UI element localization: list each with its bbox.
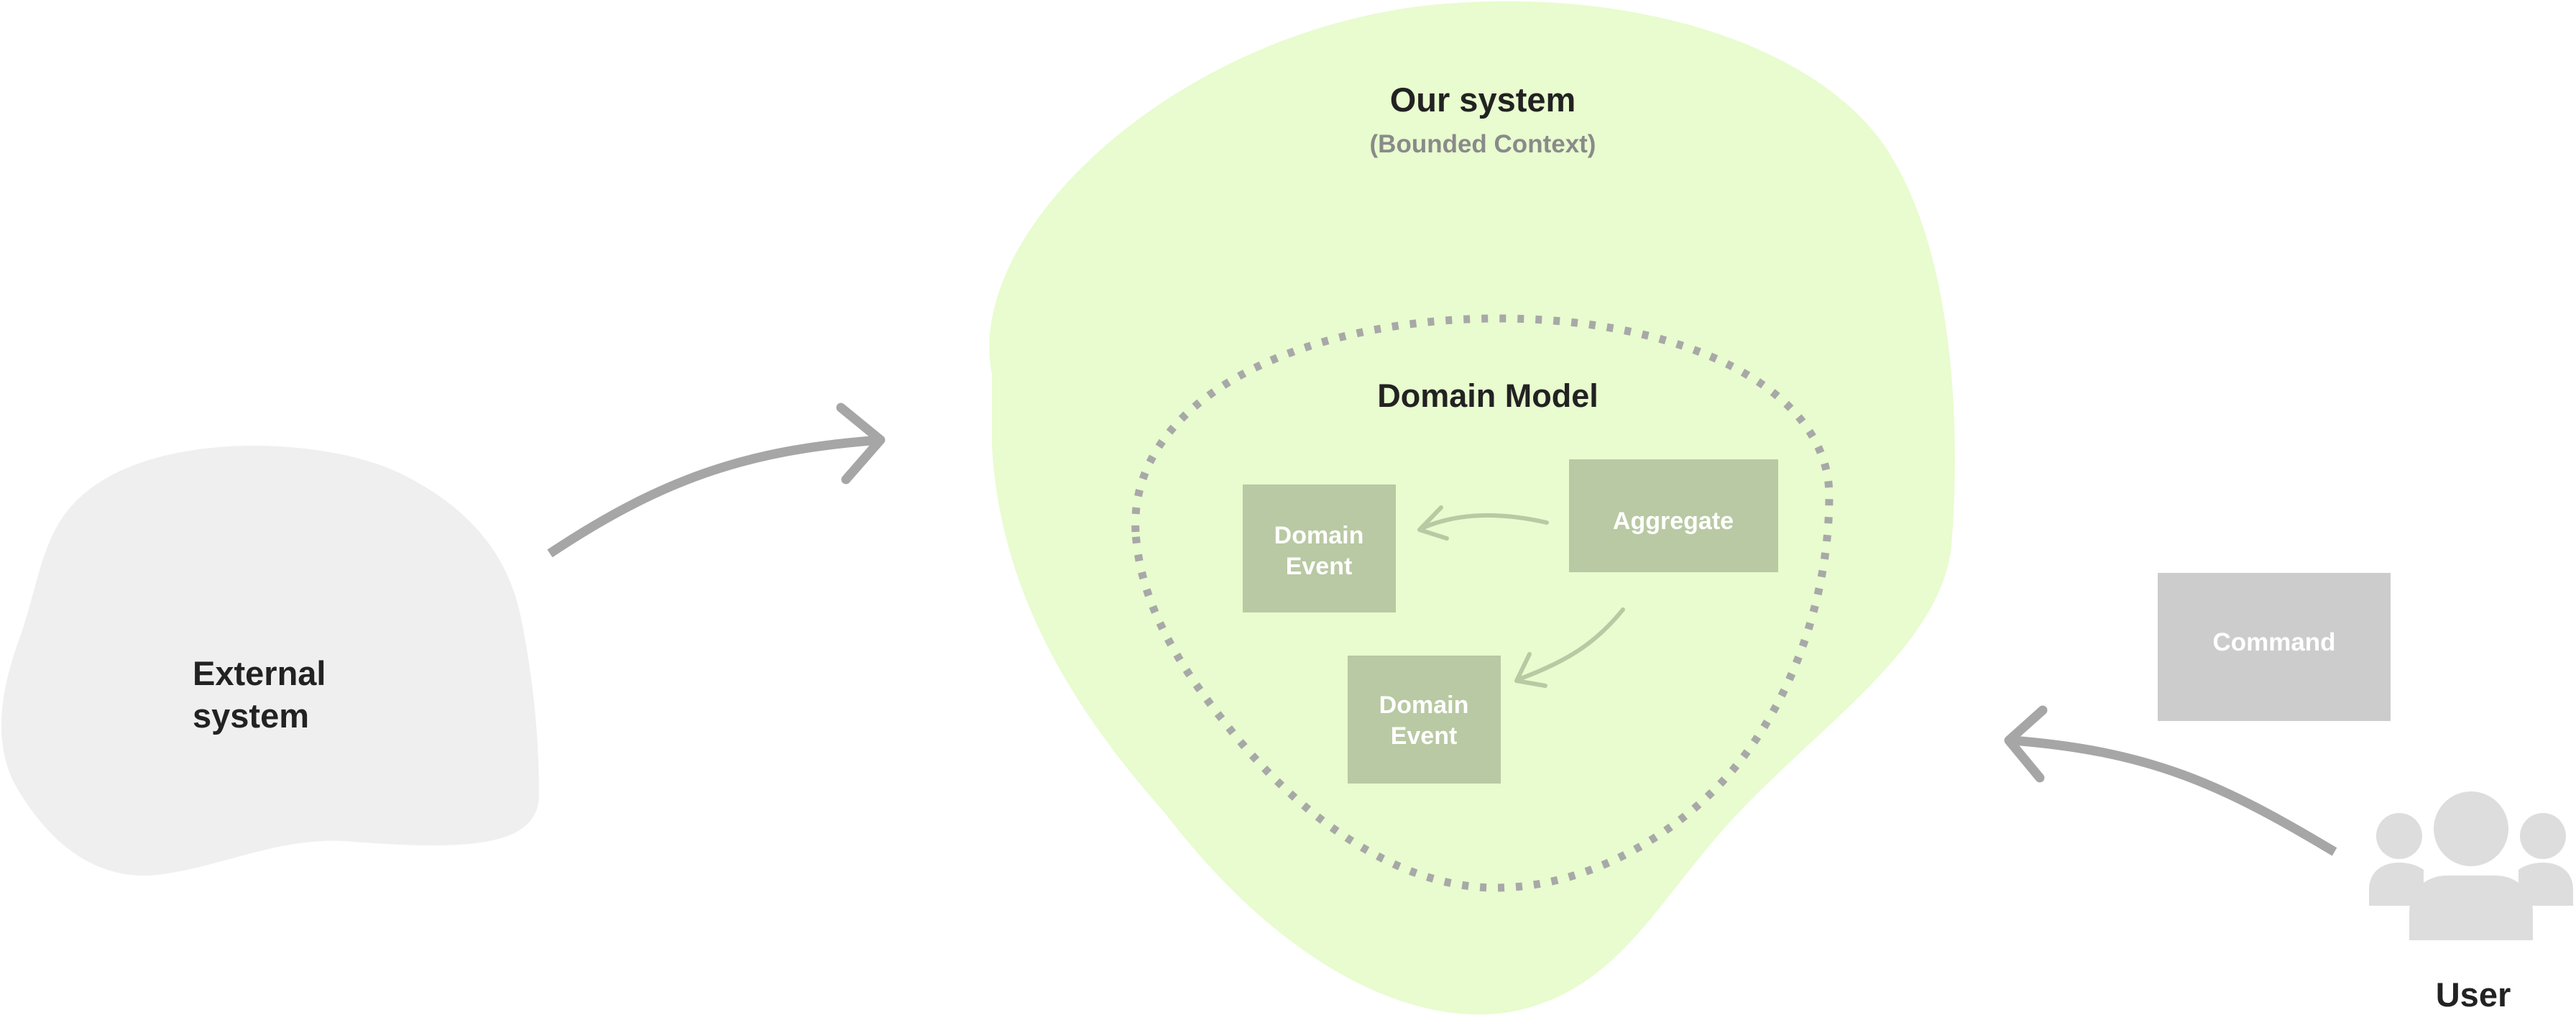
aggregate-to-event-2-arrow — [1517, 607, 1625, 681]
command-label: Command — [2212, 628, 2335, 656]
aggregate-label: Aggregate — [1613, 508, 1734, 535]
domain-event-box-1[interactable]: Domain Event — [1243, 484, 1396, 612]
domain-event-2-line2: Event — [1391, 722, 1458, 750]
external-to-context-arrow — [547, 435, 881, 558]
domain-model-title: Domain Model — [1377, 377, 1598, 414]
domain-event-1-line2: Event — [1286, 553, 1353, 580]
bounded-context-shape — [989, 1, 1955, 1015]
domain-event-box-2[interactable]: Domain Event — [1348, 656, 1501, 784]
bounded-context-title: Our system — [1390, 81, 1576, 119]
aggregate-to-event-1-arrowhead — [1417, 505, 1449, 541]
external-system-label-line2: system — [193, 697, 309, 735]
user-arrow-head — [2004, 705, 2048, 783]
users-group-icon — [2369, 791, 2573, 940]
aggregate-box[interactable]: Aggregate — [1569, 459, 1778, 572]
aggregate-to-event-1-arrow — [1420, 513, 1549, 531]
command-box[interactable]: Command — [2158, 573, 2391, 721]
aggregate-to-event-2-arrowhead — [1514, 652, 1547, 688]
bounded-context-subtitle: (Bounded Context) — [1370, 130, 1596, 158]
external-system-shape — [1, 446, 540, 876]
domain-event-2-line1: Domain — [1379, 692, 1469, 719]
user-label: User — [2436, 975, 2511, 1014]
external-arrow-head — [836, 403, 886, 484]
user-to-context-arrow — [2012, 735, 2337, 856]
external-system-label-line1: External — [193, 654, 326, 692]
domain-event-1-line1: Domain — [1274, 522, 1364, 549]
